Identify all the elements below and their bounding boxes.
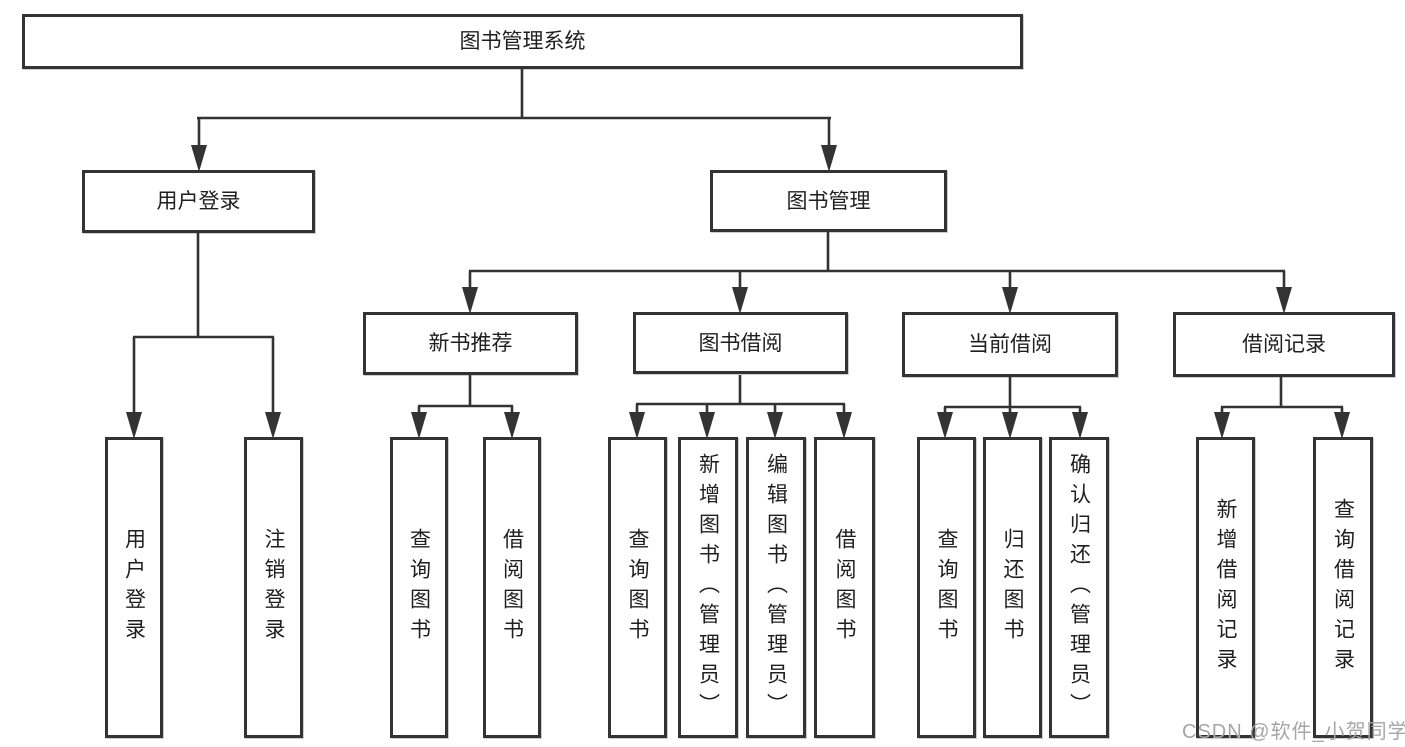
leaf-add-borrow-record: 新增借阅记录 [1196,437,1255,738]
node-new-book-recommend-label: 新书推荐 [428,332,513,355]
leaf-return-book: 归还图书 [983,437,1042,738]
leaf-logout: 注销登录 [244,437,303,738]
leaf-query-books-current-label: 查询图书 [935,527,958,648]
leaf-confirm-return-admin-label: 确认归还（管理员） [1067,452,1091,723]
arrowheads [126,145,1350,439]
node-user-login-branch: 用户登录 [82,170,315,233]
node-current-borrow-label: 当前借阅 [968,333,1052,356]
leaf-query-books-current: 查询图书 [917,437,976,738]
node-borrow-records-label: 借阅记录 [1242,333,1326,356]
csdn-watermark: CSDN @软件_小贺同学 [1182,721,1405,743]
leaf-edit-book-admin: 编辑图书（管理员） [746,437,806,738]
node-new-book-recommend: 新书推荐 [363,312,578,375]
node-book-borrow-label: 图书借阅 [698,331,783,355]
leaf-query-books-borrow: 查询图书 [608,437,667,738]
node-book-management-label: 图书管理 [786,189,871,213]
leaf-query-borrow-record: 查询借阅记录 [1313,437,1373,738]
leaf-logout-label: 注销登录 [262,527,285,648]
leaf-borrow-books-recommend-label: 借阅图书 [500,527,524,648]
leaf-query-borrow-record-label: 查询借阅记录 [1331,497,1355,678]
leaf-confirm-return-admin: 确认归还（管理员） [1049,437,1109,738]
node-root-label: 图书管理系统 [459,30,586,53]
leaf-query-books-recommend-label: 查询图书 [407,527,431,648]
leaf-query-books-borrow-label: 查询图书 [626,527,649,648]
leaf-edit-book-admin-label: 编辑图书（管理员） [764,452,788,723]
node-borrow-records: 借阅记录 [1173,312,1395,377]
node-current-borrow: 当前借阅 [902,312,1118,377]
node-book-management: 图书管理 [710,170,947,232]
leaf-add-book-admin-label: 新增图书（管理员） [696,452,720,723]
leaf-borrow-books-recommend: 借阅图书 [483,437,541,738]
node-user-login-branch-label: 用户登录 [156,190,241,213]
leaf-add-book-admin: 新增图书（管理员） [678,437,738,738]
leaf-user-login: 用户登录 [105,437,163,738]
node-book-borrow: 图书借阅 [633,312,848,374]
leaf-user-login-label: 用户登录 [122,527,146,648]
node-root: 图书管理系统 [22,14,1023,69]
leaf-return-book-label: 归还图书 [1001,527,1024,648]
leaf-query-books-recommend: 查询图书 [390,437,448,738]
leaf-borrow-books-2: 借阅图书 [814,437,875,738]
leaf-borrow-books-2-label: 借阅图书 [833,527,856,648]
leaf-add-borrow-record-label: 新增借阅记录 [1214,497,1237,678]
